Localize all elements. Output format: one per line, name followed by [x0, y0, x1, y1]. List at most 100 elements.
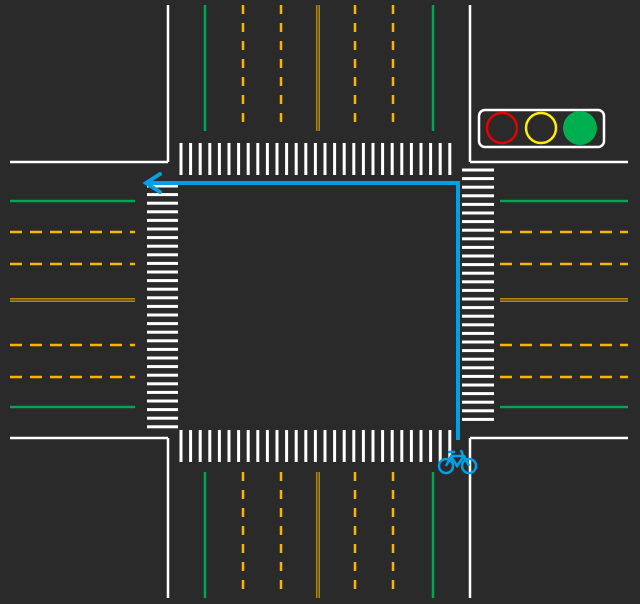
- crosswalk-stripe: [147, 261, 178, 265]
- crosswalk-stripe: [237, 430, 241, 462]
- crosswalk-stripe: [147, 279, 178, 283]
- crosswalk-stripe: [147, 304, 178, 308]
- crosswalk-stripe: [462, 245, 494, 249]
- crosswalk-stripe: [275, 143, 279, 175]
- crosswalk-stripe: [294, 430, 298, 462]
- crosswalk-stripe: [462, 202, 494, 206]
- crosswalk-stripe: [294, 143, 298, 175]
- crosswalk-stripe: [246, 430, 250, 462]
- crosswalk-stripe: [462, 357, 494, 361]
- crosswalk-stripe: [323, 143, 327, 175]
- crosswalk-stripe: [147, 218, 178, 222]
- crosswalk-stripe: [462, 280, 494, 284]
- crosswalk-stripe: [147, 313, 178, 317]
- crosswalk-stripe: [409, 143, 413, 175]
- bicycle-wheel: [460, 457, 478, 475]
- crosswalk-stripe: [371, 430, 375, 462]
- crosswalk-stripe: [147, 227, 178, 231]
- arrow-left-icon: [142, 172, 162, 194]
- crosswalk-stripe: [352, 143, 356, 175]
- crosswalk-stripe: [462, 323, 494, 327]
- crosswalk-stripe: [361, 430, 365, 462]
- crosswalk-stripe: [147, 425, 178, 429]
- bike-route-path: [150, 181, 460, 440]
- bicycle-wheel: [437, 457, 455, 475]
- crosswalk-stripe: [462, 400, 494, 404]
- crosswalk-stripe: [313, 143, 317, 175]
- crosswalk-stripe: [390, 143, 394, 175]
- crosswalk-stripe: [419, 430, 423, 462]
- crosswalk-stripe: [147, 356, 178, 360]
- crosswalk-stripe: [198, 143, 202, 175]
- crosswalk-stripe: [462, 220, 494, 224]
- bicycle-icon: [437, 449, 478, 475]
- crosswalk-stripe: [147, 365, 178, 369]
- crosswalk-stripe: [147, 201, 178, 205]
- traffic-light-frame: [477, 108, 606, 149]
- crosswalk-stripe: [462, 409, 494, 413]
- crosswalk-stripe: [462, 383, 494, 387]
- crosswalk-stripe: [333, 430, 337, 462]
- crosswalk-stripe: [462, 314, 494, 318]
- crosswalk-stripe: [462, 288, 494, 292]
- crosswalk-stripe: [462, 271, 494, 275]
- crosswalk-stripe: [208, 430, 212, 462]
- crosswalk-stripe: [462, 168, 494, 172]
- crosswalk-stripe: [462, 392, 494, 396]
- crosswalk-stripe: [256, 430, 260, 462]
- crosswalk-stripe: [147, 236, 178, 240]
- crosswalk-stripe: [265, 143, 269, 175]
- crosswalk-stripe: [304, 143, 308, 175]
- crosswalk-stripe: [147, 373, 178, 377]
- crosswalk-stripe: [462, 349, 494, 353]
- crosswalk-stripe: [462, 366, 494, 370]
- crosswalk-stripe: [462, 263, 494, 267]
- crosswalk-stripe: [342, 430, 346, 462]
- crosswalk-stripe: [462, 374, 494, 378]
- crosswalk-stripe: [419, 143, 423, 175]
- light-red-icon: [485, 111, 519, 145]
- crosswalk-stripe: [462, 194, 494, 198]
- crosswalk-stripe: [147, 193, 178, 197]
- crosswalk-stripe: [304, 430, 308, 462]
- crosswalk-stripe: [246, 143, 250, 175]
- crosswalk-stripe: [409, 430, 413, 462]
- crosswalk-stripe: [208, 143, 212, 175]
- crosswalk-stripe: [147, 322, 178, 326]
- crosswalk-stripe: [147, 382, 178, 386]
- bicycle-frame: [444, 454, 471, 467]
- crosswalk-stripe: [189, 143, 193, 175]
- crosswalk-stripe: [179, 143, 183, 175]
- crosswalk-stripe: [462, 237, 494, 241]
- crosswalk-stripe: [429, 143, 433, 175]
- crosswalk-stripe: [361, 143, 365, 175]
- crosswalk-stripe: [462, 297, 494, 301]
- crosswalk-stripe: [147, 287, 178, 291]
- traffic-light: [477, 108, 606, 149]
- bicycle-frame: [449, 455, 466, 469]
- crosswalk-stripe: [147, 390, 178, 394]
- crosswalk-stripe: [217, 430, 221, 462]
- crosswalk-stripe: [462, 177, 494, 181]
- crosswalk-stripe: [462, 254, 494, 258]
- crosswalk-stripe: [448, 143, 452, 175]
- crosswalk-stripe: [323, 430, 327, 462]
- crosswalk-stripe: [462, 185, 494, 189]
- crosswalk-stripe: [462, 211, 494, 215]
- crosswalk-stripe: [147, 210, 178, 214]
- crosswalk-stripe: [448, 430, 452, 462]
- crosswalk-stripe: [147, 408, 178, 412]
- crosswalk-stripe: [275, 430, 279, 462]
- crosswalk-stripe: [438, 143, 442, 175]
- crosswalk-stripe: [462, 228, 494, 232]
- crosswalk-stripe: [462, 306, 494, 310]
- crosswalk-stripe: [147, 339, 178, 343]
- crosswalk-stripe: [147, 416, 178, 420]
- crosswalk-stripe: [147, 399, 178, 403]
- crosswalk-stripe: [390, 430, 394, 462]
- crosswalk-stripe: [381, 143, 385, 175]
- crosswalk-stripe: [313, 430, 317, 462]
- crosswalk-stripe: [265, 430, 269, 462]
